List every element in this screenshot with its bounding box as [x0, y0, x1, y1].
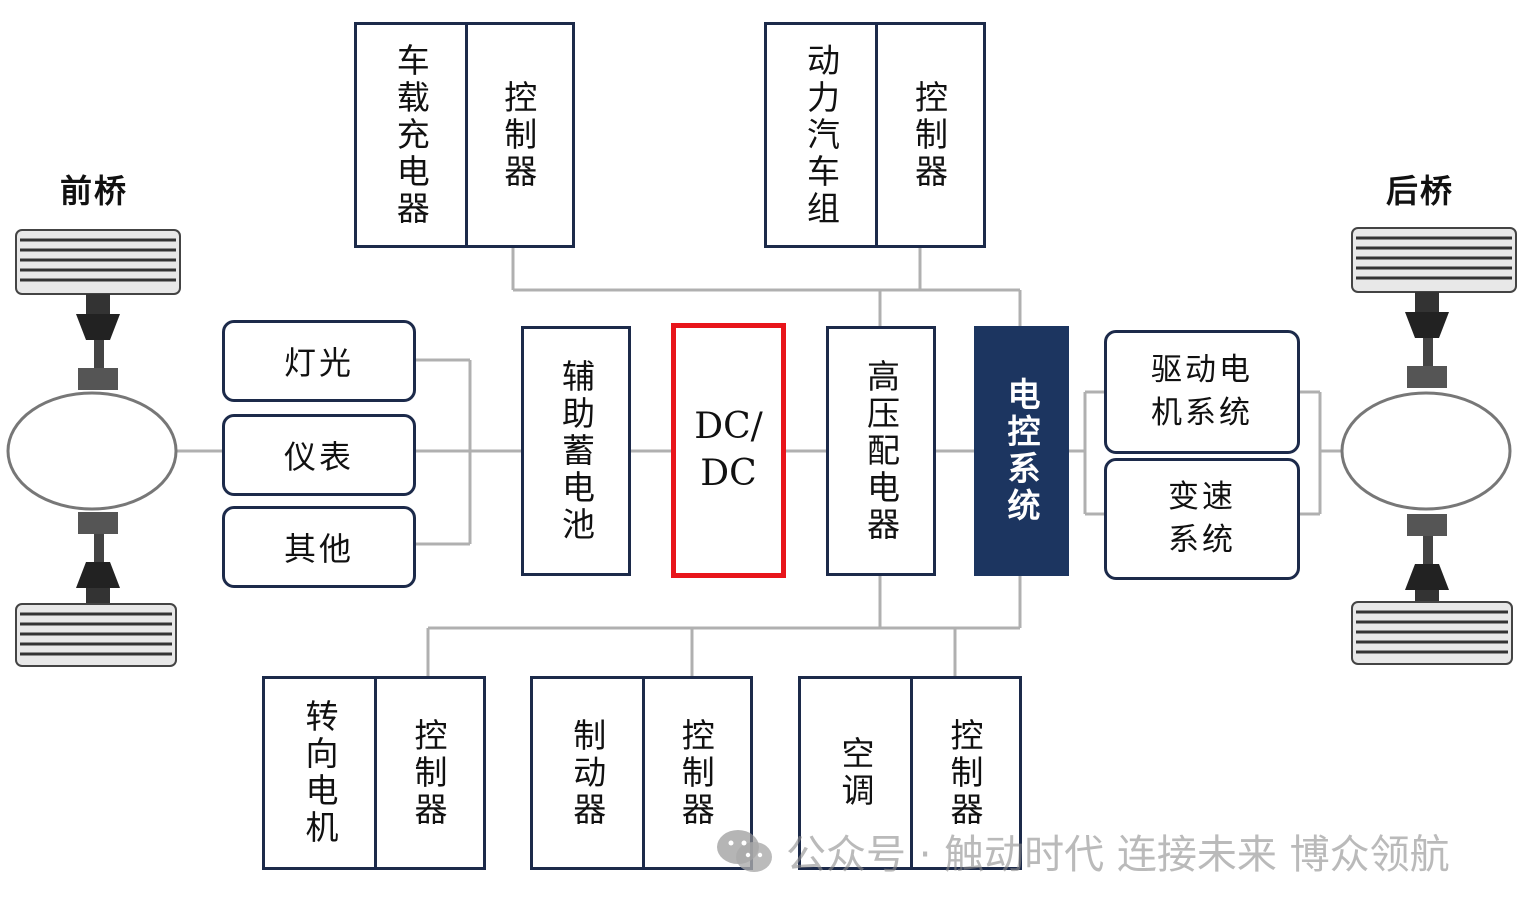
power-generator-set-box: 动力汽车组 控制器 [764, 22, 986, 248]
dcdc-label-line1: DC/ [694, 405, 763, 447]
transmission-label-line1: 变速 [1168, 478, 1236, 515]
drive-motor-label-line1: 驱动电 [1151, 351, 1253, 388]
hv-distributor-label: 高压配电器 [861, 358, 901, 544]
front-axle-assembly [6, 229, 181, 667]
rear-wheel-hub-icon [1340, 391, 1512, 511]
hv-distributor-box: 高压配电器 [826, 326, 936, 576]
drive-motor-label-line2: 机系统 [1151, 395, 1253, 431]
rear-suspension-icon [1405, 292, 1449, 602]
lighting-box: 灯光 [222, 320, 416, 402]
steering-motor-box: 转向电机 控制器 [262, 676, 486, 870]
watermark-text: 公众号 · 触动时代 连接未来 博众领航 [786, 832, 1450, 878]
onboard-charger-box: 车载充电器 控制器 [354, 22, 575, 248]
electronic-control-system-box: 电控系统 [974, 326, 1069, 576]
steering-motor-controller-label: 控制器 [409, 717, 448, 829]
air-conditioner-controller-label: 控制器 [945, 717, 984, 829]
transmission-system-box: 变速 系统 [1104, 458, 1300, 580]
air-conditioner-label: 空调 [836, 736, 875, 810]
front-axle-label: 前桥 [60, 172, 129, 210]
front-suspension-icon [76, 294, 120, 604]
wechat-icon [717, 830, 772, 872]
rear-axle-assembly [1340, 227, 1517, 665]
front-top-tire-icon [15, 229, 181, 295]
rear-bottom-tire-icon [1351, 601, 1513, 665]
steering-motor-label: 转向电机 [300, 699, 339, 847]
auxiliary-battery-label: 辅助蓄电池 [556, 358, 596, 544]
air-conditioner-box: 空调 控制器 [798, 676, 1022, 870]
brake-label: 制动器 [567, 717, 607, 829]
onboard-charger-label: 车载充电器 [391, 42, 431, 228]
brake-box: 制动器 控制器 [530, 676, 753, 870]
dcdc-label-line2: DC [700, 452, 757, 494]
instrument-box: 仪表 [222, 414, 416, 496]
rear-top-tire-icon [1351, 227, 1517, 293]
auxiliary-battery-box: 辅助蓄电池 [521, 326, 631, 576]
electronic-control-system-label: 电控系统 [1002, 377, 1041, 525]
drive-motor-system-box: 驱动电 机系统 [1104, 330, 1300, 454]
lighting-label: 灯光 [283, 344, 354, 382]
front-bottom-tire-icon [15, 603, 177, 667]
front-wheel-hub-icon [6, 391, 178, 511]
watermark: 公众号 · 触动时代 连接未来 博众领航 [716, 822, 1450, 880]
transmission-label-line2: 系统 [1168, 522, 1236, 558]
rear-axle-label: 后桥 [1386, 172, 1455, 210]
dcdc-converter-box: DC/ DC [671, 323, 786, 578]
others-box: 其他 [222, 506, 416, 588]
instrument-label: 仪表 [283, 438, 354, 476]
brake-controller-label: 控制器 [676, 717, 716, 829]
onboard-charger-controller-label: 控制器 [498, 79, 538, 191]
power-generator-set-controller-label: 控制器 [909, 79, 949, 191]
others-label: 其他 [283, 530, 354, 568]
power-generator-set-label: 动力汽车组 [801, 42, 841, 228]
